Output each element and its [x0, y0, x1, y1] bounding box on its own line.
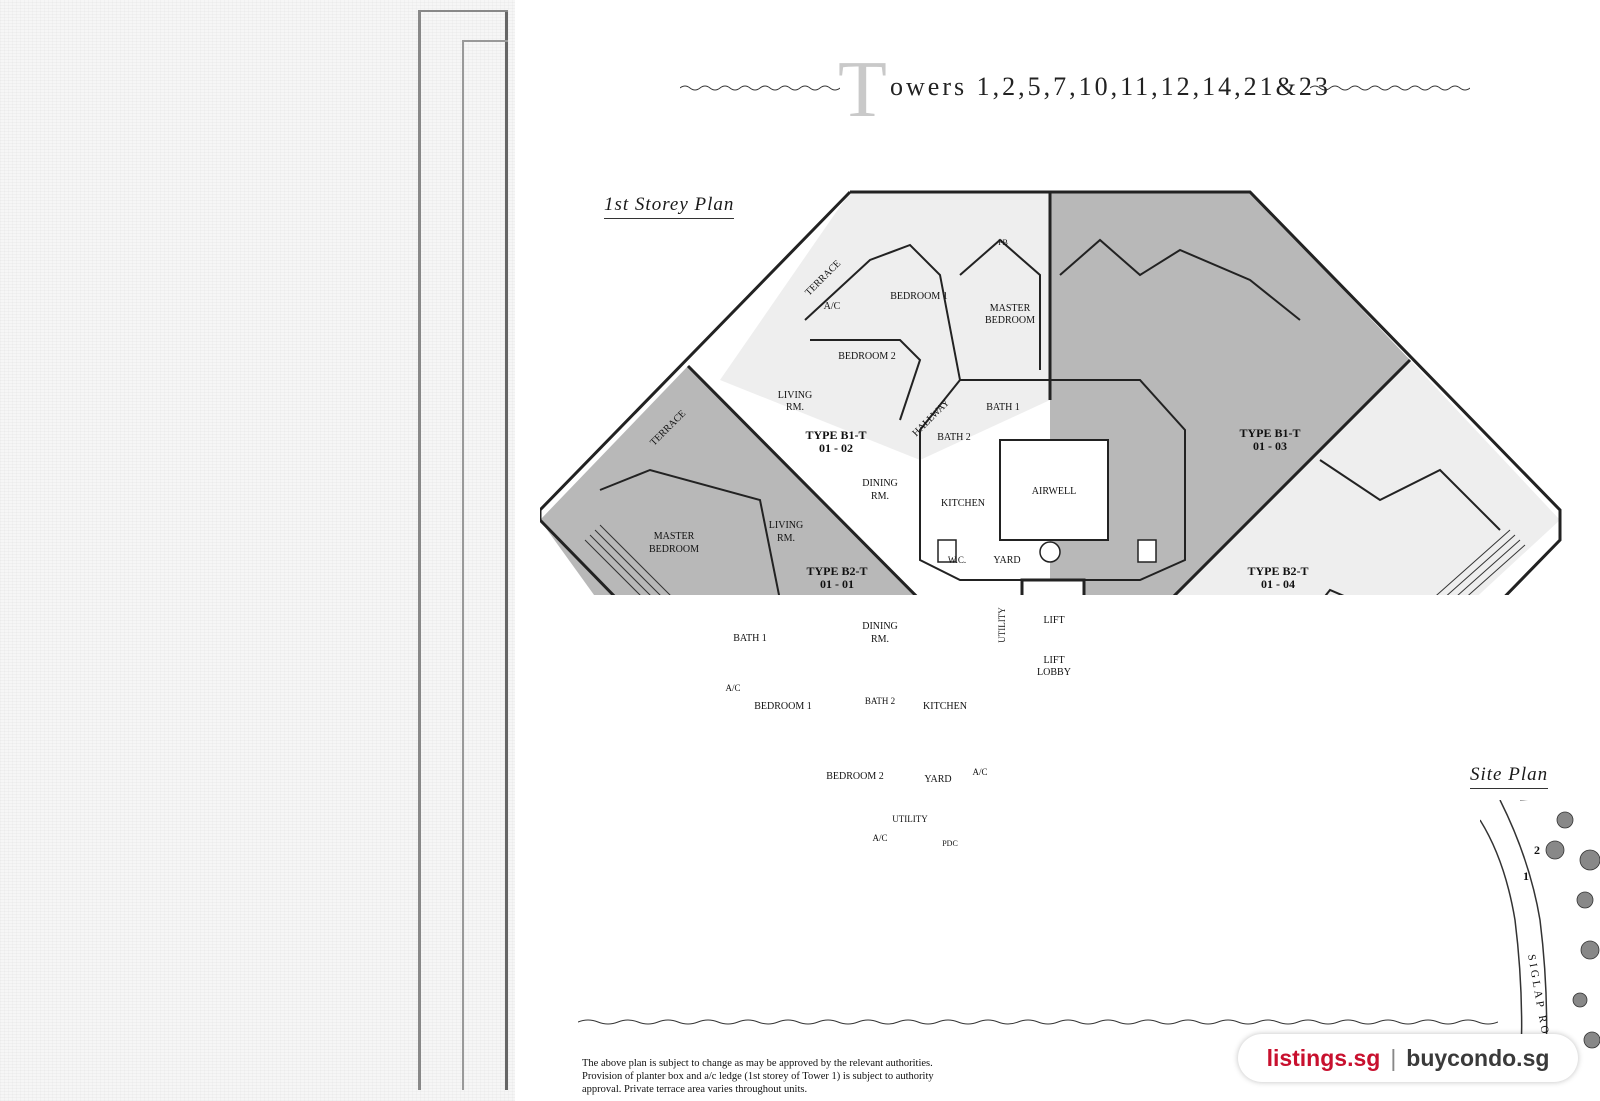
core-octagon — [919, 379, 1186, 581]
room-label: BEDROOM 2 — [826, 771, 884, 782]
unit-type-label: TYPE B1-T — [805, 428, 866, 442]
page-edge — [418, 10, 508, 12]
room-label: LIVING — [769, 520, 803, 531]
room-label: DINING — [862, 621, 898, 632]
unit-01-01-fill — [540, 366, 916, 595]
room-label: BEDROOM 2 — [838, 351, 896, 362]
unit-number: 01 - 04 — [1261, 577, 1295, 591]
room-label: YARD — [993, 555, 1020, 566]
room-label: A/C — [824, 301, 841, 312]
unit-01-02-fill — [720, 192, 1050, 460]
unit-number: 01 - 02 — [819, 441, 853, 455]
room-label: UTILITY — [892, 814, 928, 824]
floor-plan: TERRACE A/C BEDROOM 1 BEDROOM 2 MASTER B… — [540, 185, 1600, 595]
floor-plan-lower: DINING RM. BATH 1 UTILITY LIFT LIFT LOBB… — [725, 607, 1071, 848]
floor-plan-drawing: TERRACE A/C BEDROOM 1 BEDROOM 2 MASTER B… — [540, 190, 1562, 595]
room-label: BATH 2 — [937, 432, 971, 443]
room-label: BATH 1 — [733, 633, 767, 644]
room-label: BEDROOM 1 — [890, 291, 948, 302]
wall — [686, 364, 918, 595]
room-label: BATH 1 — [986, 402, 1020, 413]
footer-ornament — [578, 1019, 1498, 1025]
page-edge — [418, 10, 421, 1090]
room-label: RM. — [871, 634, 889, 645]
unit-number: 01 - 01 — [820, 577, 854, 591]
title-ornament-right — [1310, 85, 1470, 91]
storey-plan-label: 1st Storey Plan — [604, 194, 735, 219]
page-edge — [505, 10, 508, 1090]
room-label: BEDROOM 1 — [754, 701, 812, 712]
unit-number: 01 - 03 — [1253, 439, 1287, 453]
room-label: LIFT — [1043, 615, 1064, 626]
room-label: LIFT — [1043, 655, 1064, 666]
room-label: PDC — [942, 839, 958, 848]
watermark-site-b[interactable]: buycondo.sg — [1406, 1044, 1550, 1071]
room-label: LIVING — [778, 390, 812, 401]
room-label: PB — [998, 238, 1008, 247]
room-label: YARD — [924, 774, 951, 785]
page-edge — [462, 40, 508, 42]
room-label: BEDROOM — [649, 544, 699, 555]
building-outline — [540, 190, 1562, 595]
room-label: KITCHEN — [941, 498, 985, 509]
tower-mark: 2 — [1534, 843, 1540, 857]
lift-box — [1020, 578, 1086, 595]
room-label: MASTER — [654, 531, 695, 542]
note-line: approval. Private terrace area varies th… — [582, 1084, 808, 1095]
room-label: AIRWELL — [1032, 486, 1076, 497]
wall — [1172, 358, 1412, 595]
watermark-separator: | — [1390, 1044, 1397, 1071]
site-plan-label: Site Plan — [1470, 764, 1549, 789]
disclaimer-notes: The above plan is subject to change as m… — [582, 1057, 972, 1096]
watermark-badge: listings.sg | buycondo.sg — [1238, 1034, 1578, 1082]
blank-page-scan — [0, 0, 515, 1101]
unit-01-03-fill — [1050, 192, 1410, 595]
room-label: BEDROOM — [985, 315, 1035, 326]
room-label: A/C — [725, 683, 740, 693]
note-line: Provision of planter box and a/c ledge (… — [582, 1071, 934, 1082]
room-label: MASTER — [990, 303, 1031, 314]
room-label: A/C — [872, 833, 887, 843]
title-ornament-left — [680, 85, 840, 91]
room-label: RM. — [871, 491, 889, 502]
room-label: RM. — [786, 402, 804, 413]
note-line: The above plan is subject to change as m… — [582, 1058, 933, 1069]
room-label: RM. — [777, 533, 795, 544]
unit-01-04-fill — [1175, 360, 1560, 595]
room-label: KITCHEN — [923, 701, 967, 712]
room-label: DINING — [862, 478, 898, 489]
room-label: W.C. — [948, 555, 966, 565]
watermark-site-a[interactable]: listings.sg — [1266, 1044, 1381, 1071]
room-label: BATH 2 — [865, 696, 895, 706]
page-title: T owers 1,2,5,7,10,11,12,14,21&23 — [680, 50, 1480, 130]
unit-type-label: TYPE B2-T — [806, 564, 867, 578]
unit-type-label: TYPE B2-T — [1247, 564, 1308, 578]
page-edge — [462, 40, 464, 1090]
room-label: A/C — [972, 767, 987, 777]
airwell-box — [999, 439, 1109, 541]
room-label: UTILITY — [997, 607, 1007, 643]
tower-mark: 1 — [1523, 869, 1529, 883]
title-initial: T — [838, 46, 887, 134]
unit-type-label: TYPE B1-T — [1239, 426, 1300, 440]
room-label: LOBBY — [1037, 667, 1071, 678]
title-text: owers 1,2,5,7,10,11,12,14,21&23 — [890, 72, 1331, 101]
